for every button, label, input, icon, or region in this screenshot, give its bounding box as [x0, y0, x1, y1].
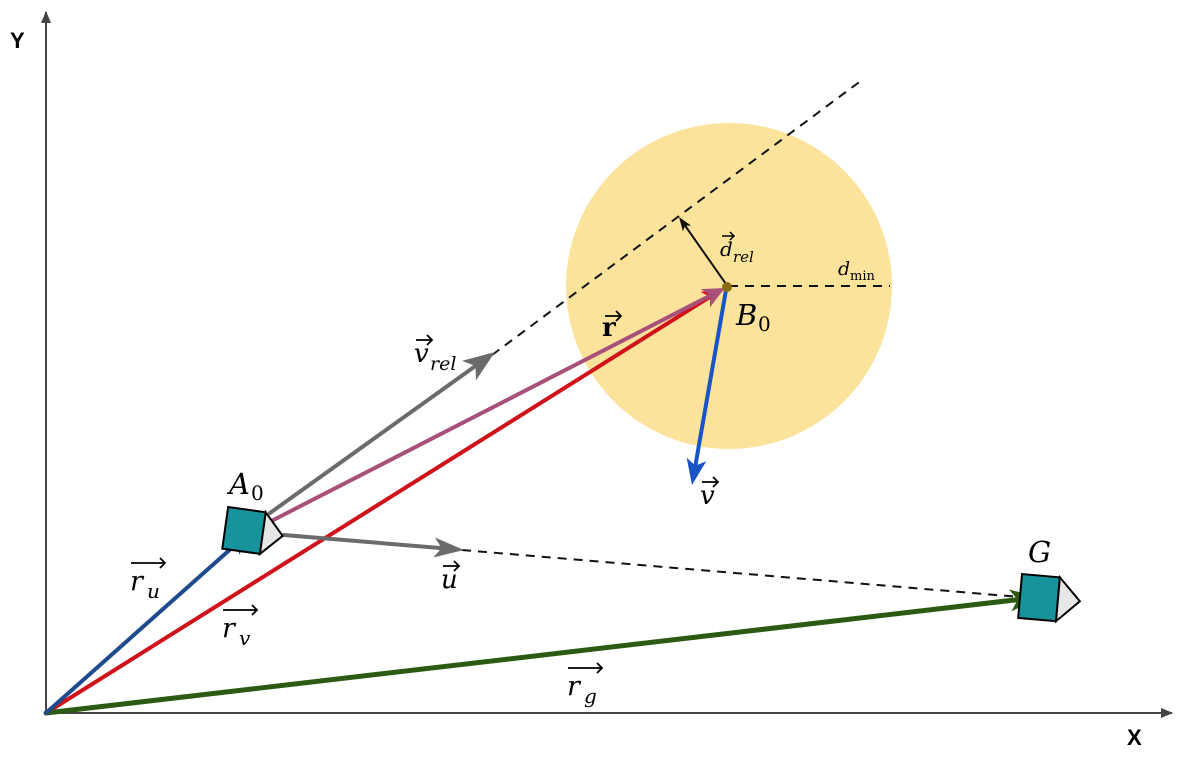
label-d-rel: d rel [720, 231, 754, 266]
arrow-r-g-shaft [43, 596, 1025, 716]
label-v-rel-letter: v [414, 339, 429, 369]
label-g: G [1028, 535, 1051, 569]
x-axis-label: X [1127, 725, 1142, 750]
label-v: v [700, 476, 720, 511]
label-d-min: d min [838, 258, 875, 284]
position-vector-r-v [44, 288, 724, 715]
arrow-v-rel-shaft [268, 361, 482, 515]
arrow-v-shaft [692, 288, 728, 472]
label-b0-subscript: 0 [758, 312, 771, 336]
label-r-g: r g [567, 662, 604, 708]
label-a0: A 0 [226, 467, 264, 505]
label-r-g-subscript: g [584, 684, 597, 708]
obstacle-point-b0 [722, 282, 732, 292]
label-v-letter: v [700, 481, 715, 511]
arrow-d-rel-shaft [682, 222, 727, 285]
label-d-min-letter: d [838, 258, 850, 280]
relative-distance-vector-d-rel [679, 217, 727, 285]
label-r-g-letter: r [567, 671, 582, 702]
label-a0-subscript: 0 [251, 481, 264, 505]
velocity-vector-v [686, 288, 728, 485]
relative-velocity-vector [268, 352, 495, 515]
arrow-v-rel-head [461, 352, 495, 381]
arrow-r-shaft [248, 292, 716, 534]
label-r-v-subscript: v [239, 626, 251, 650]
arrow-u-head [433, 537, 464, 558]
label-b0: B 0 [735, 298, 771, 336]
arrow-d-rel-head [679, 217, 692, 232]
label-v-rel-subscript: rel [430, 353, 456, 375]
relative-velocity-extension [491, 79, 863, 356]
label-d-rel-subscript: rel [733, 248, 754, 266]
label-r-letter: r [602, 313, 616, 343]
label-u-letter: u [441, 565, 458, 595]
arrow-r-v-shaft [44, 293, 715, 715]
label-g-letter: G [1028, 535, 1051, 569]
relative-position-vector-r [248, 288, 725, 534]
label-r-v-letter: r [222, 613, 237, 644]
label-r-u: r u [130, 557, 167, 603]
label-v-rel: v rel [414, 334, 456, 375]
label-d-min-subscript: min [850, 269, 875, 284]
robot-a0 [221, 505, 285, 557]
goal-vector-r-g [43, 589, 1040, 716]
y-axis-label: Y [10, 28, 25, 53]
label-d-rel-letter: d [720, 237, 733, 261]
u-to-goal-line [461, 549, 1021, 598]
arrow-u-shaft [282, 533, 449, 551]
velocity-vector-u [282, 533, 464, 558]
label-u: u [441, 560, 461, 595]
arrow-r-head [700, 288, 725, 307]
arrow-r-u-shaft [44, 538, 243, 715]
arrow-v-head [686, 457, 707, 485]
label-r-u-letter: r [130, 566, 145, 597]
label-b0-letter: B [735, 298, 757, 332]
label-r-u-subscript: u [147, 579, 160, 603]
label-a0-letter: A [226, 467, 250, 501]
robot-goal [1017, 572, 1082, 624]
label-r-v: r v [222, 604, 259, 650]
label-r: r [602, 310, 623, 343]
